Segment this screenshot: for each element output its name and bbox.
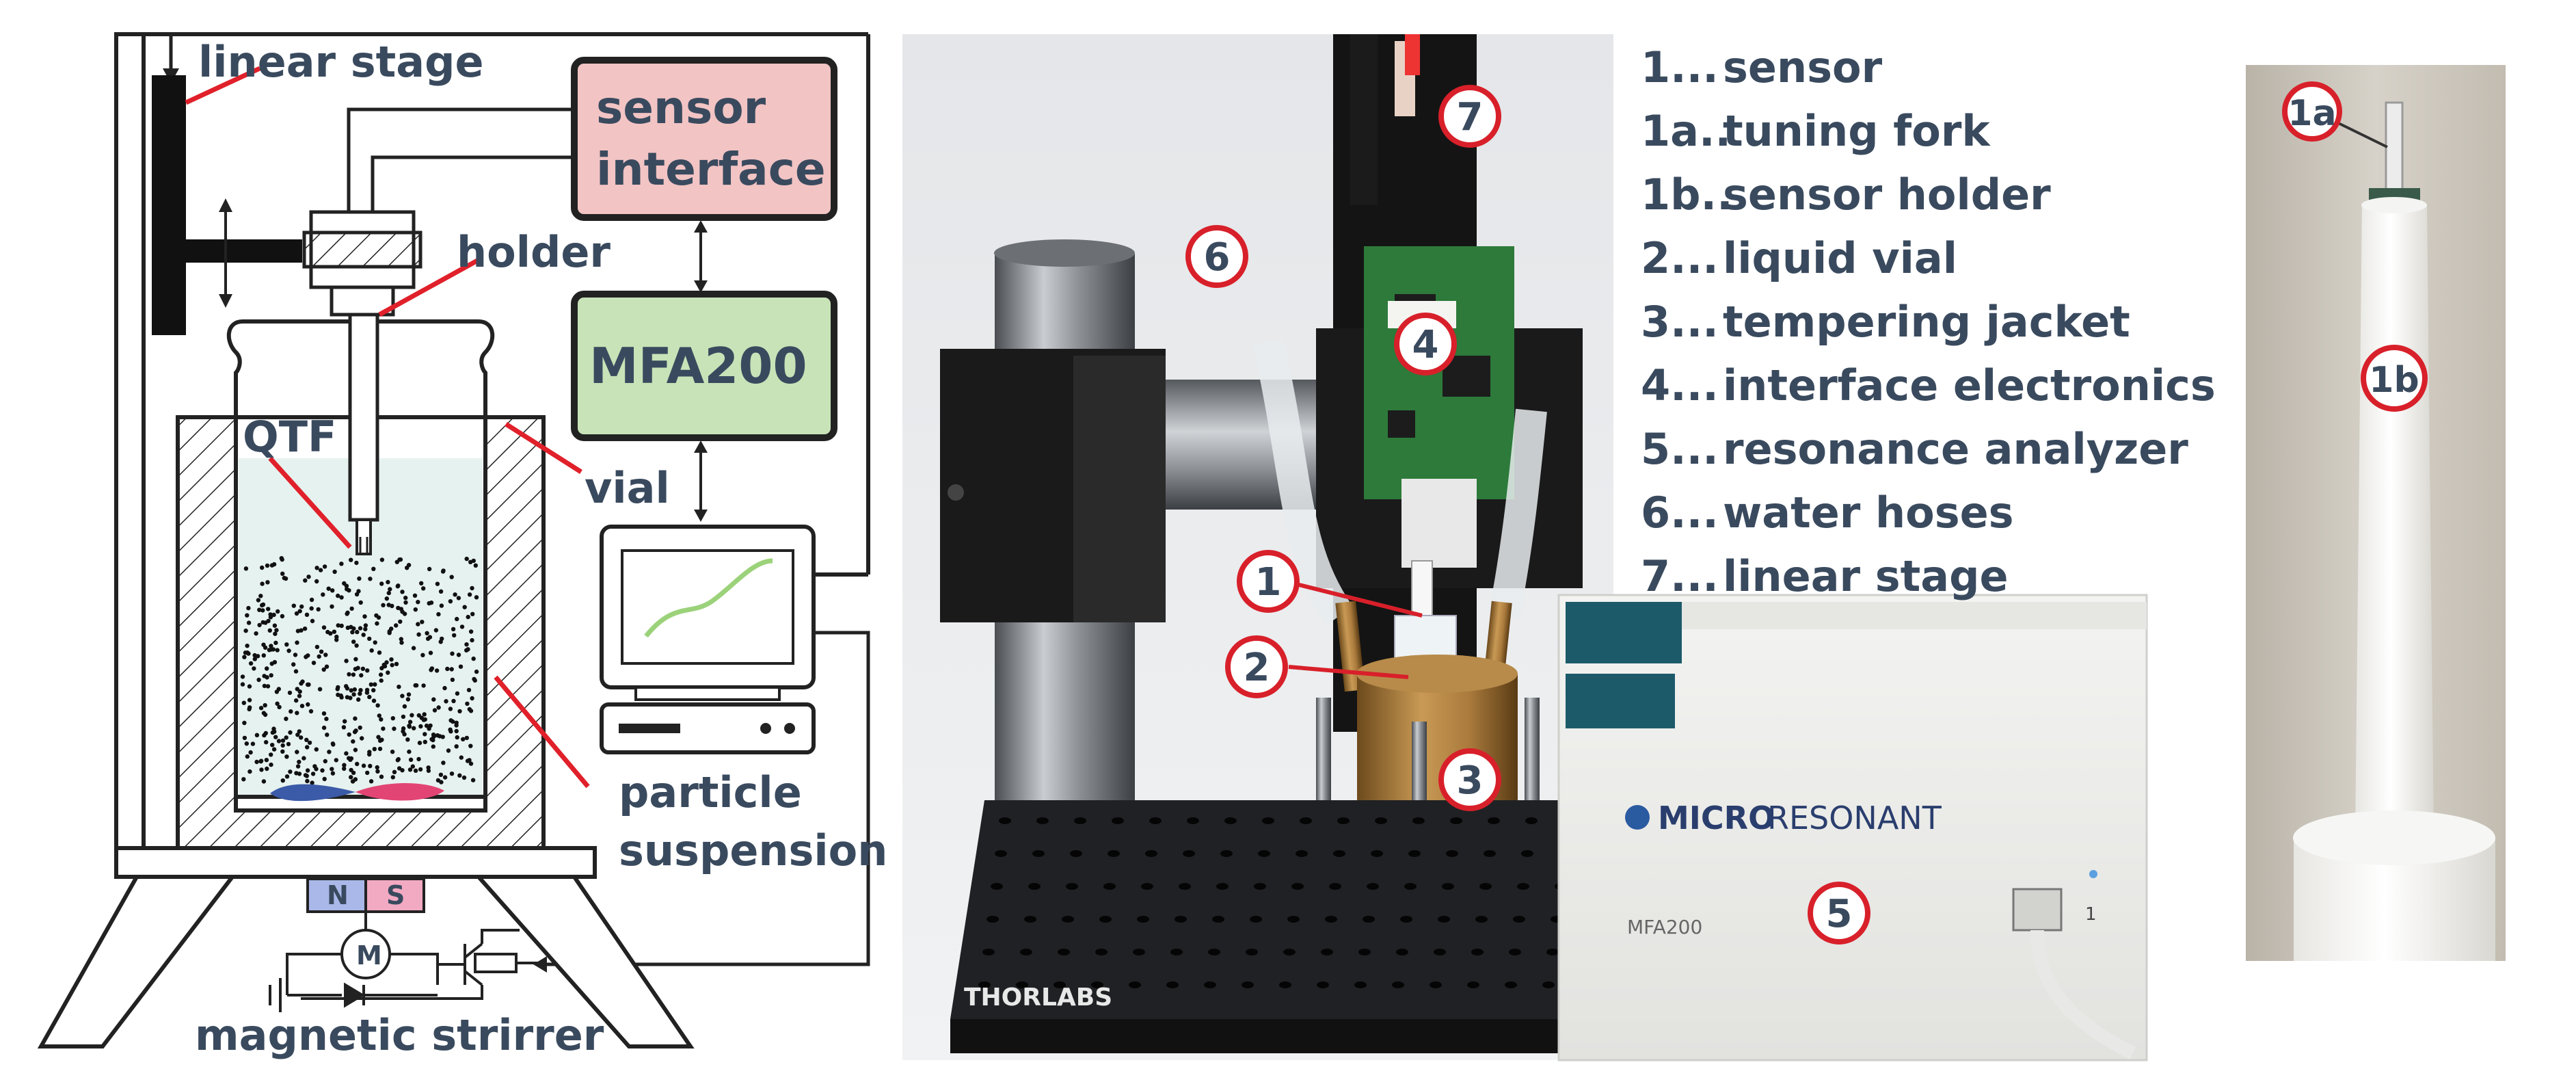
magnetic-stirrer-label: magnetic strirrer [195, 1010, 604, 1060]
magnet-n-label: N [327, 880, 349, 910]
setup-photo: THORLABS MICRO RESONANT MFA200 1 1 2 3 4 5 6 7 [902, 34, 2148, 1061]
legend-item: 4...interface electronics [1641, 354, 2229, 417]
ethernet-port [2012, 888, 2063, 932]
legend-key: 2... [1641, 233, 1719, 283]
legend-key: 7... [1641, 551, 1719, 601]
photo-marker-1: 1 [1237, 550, 1300, 613]
legend-item: 3...tempering jacket [1641, 290, 2229, 354]
water-hose-left [1252, 338, 1353, 625]
frame-post [114, 32, 146, 850]
mfa200-box [571, 291, 837, 441]
particle-label: particle [619, 767, 802, 817]
stand-top [114, 846, 597, 879]
photo-marker-label: 3 [1457, 758, 1484, 803]
linear-stage-block [152, 75, 186, 335]
legend-text: linear stage [1723, 551, 2009, 601]
linear-stage-label: linear stage [198, 37, 484, 87]
computer-base [600, 702, 816, 754]
interface-pcb [1364, 246, 1514, 499]
legend-text: tempering jacket [1723, 297, 2130, 347]
marker-1b: 1b [2361, 345, 2428, 412]
photo-marker-2: 2 [1225, 635, 1288, 698]
schematic: linear stage holder sensor interface MFA… [37, 32, 887, 1060]
stand-leg-right [474, 875, 695, 1048]
legend-text: sensor [1723, 42, 1883, 92]
sensor-rod [348, 313, 379, 522]
device-model-label: MFA200 [1627, 916, 1702, 938]
legend-key: 1a.. [1641, 106, 1732, 156]
particles [240, 556, 479, 785]
photo-marker-5: 5 [1808, 882, 1870, 945]
suspension-label: suspension [619, 826, 887, 875]
vial-label: vial [585, 463, 670, 513]
stir-bar-n [270, 784, 355, 802]
legend-item: 7...linear stage [1641, 544, 2229, 608]
water-hose-right [1488, 408, 1547, 619]
sensor-interface-label-1: sensor [596, 81, 766, 134]
photo-marker-label: 1 [1255, 560, 1282, 605]
stand-leg-left [37, 875, 237, 1048]
legend-key: 1... [1641, 42, 1719, 92]
photo-marker-label: 2 [1244, 646, 1270, 690]
legend-key: 6... [1641, 488, 1719, 538]
stirrer-circuit [269, 912, 540, 1012]
photo-markers: 1 2 3 4 5 6 7 [1185, 85, 1870, 945]
legend-text: interface electronics [1723, 360, 2216, 410]
svg-text:1a: 1a [2287, 93, 2336, 134]
legend-item: 6...water hoses [1641, 481, 2229, 544]
legend-item: 2...liquid vial [1641, 226, 2229, 290]
legend-item: 5...resonance analyzer [1641, 417, 2229, 481]
photo-marker-label: 7 [1457, 95, 1484, 140]
marker-1a: 1a [2282, 81, 2342, 142]
legend-item: 1a..tuning fork [1641, 99, 2229, 163]
svg-text:1b: 1b [2369, 360, 2419, 401]
legend-item: 1...sensor [1641, 36, 2229, 99]
magnet-s [364, 878, 425, 913]
sensor-interface-box [571, 57, 837, 221]
photo-marker-7: 7 [1438, 85, 1501, 148]
legend-text: sensor holder [1723, 170, 2051, 220]
legend-key: 1b.. [1641, 170, 1733, 220]
qtf-label: QTF [243, 412, 336, 462]
motor-label: M [356, 940, 382, 971]
sensor-holder-ptfe [2355, 205, 2434, 838]
port-number-label: 1 [2085, 904, 2097, 925]
microresonant-logo-a: MICRO [1658, 800, 1775, 836]
photo-marker-6: 6 [1185, 225, 1248, 288]
mfa200-label: MFA200 [589, 337, 807, 395]
legend-key: 3... [1641, 297, 1719, 347]
photo-marker-label: 6 [1204, 235, 1231, 280]
legend-item: 1b..sensor holder [1641, 163, 2229, 226]
legend-text: tuning fork [1723, 106, 1990, 156]
legend-text: water hoses [1723, 488, 2014, 538]
magnet-s-label: S [386, 880, 405, 910]
stir-bar-s [355, 782, 444, 801]
thorlabs-logo: THORLABS [964, 984, 1112, 1012]
holder-label: holder [457, 227, 611, 277]
photo-marker-3: 3 [1438, 748, 1501, 811]
photo-marker-4: 4 [1394, 313, 1457, 375]
photo-marker-label: 5 [1826, 892, 1853, 936]
sensor-interface-label-2: interface [596, 143, 826, 196]
sensor-photo: 1a 1b [2246, 65, 2506, 961]
legend-key: 5... [1641, 424, 1719, 474]
legend-text: liquid vial [1723, 233, 1957, 283]
legend-text: resonance analyzer [1723, 424, 2188, 474]
legend-key: 4... [1641, 360, 1719, 410]
microresonant-logo-b: RESONANT [1767, 800, 1942, 836]
photo-marker-label: 4 [1412, 323, 1439, 367]
